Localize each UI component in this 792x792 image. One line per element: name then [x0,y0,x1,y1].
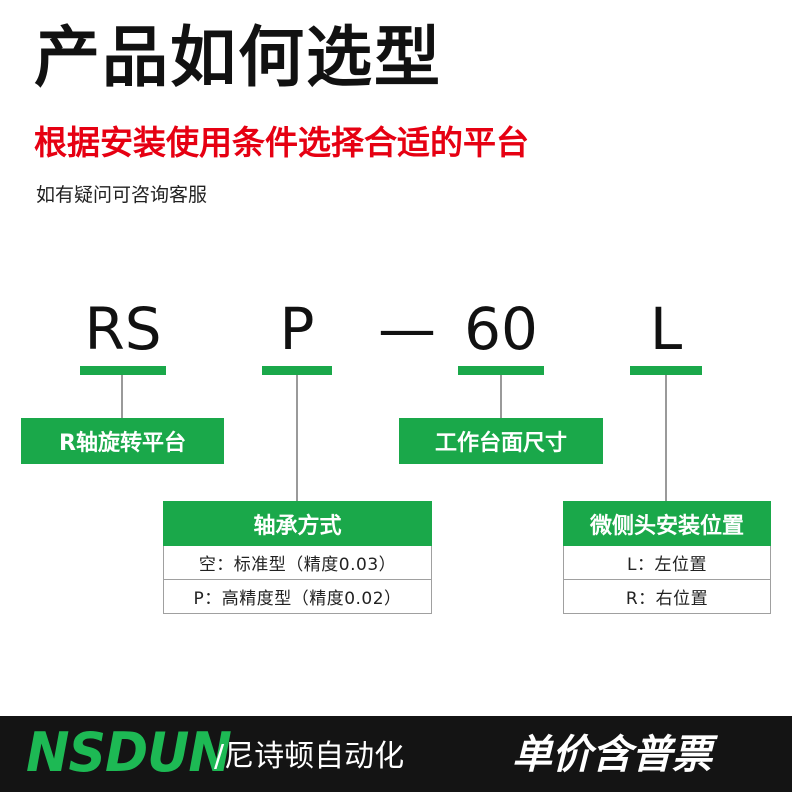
bearing-options: 空：标准型（精度0.03） P：高精度型（精度0.02） [163,546,432,614]
underline-rs [80,366,166,375]
brand-logo: NSDUN [26,721,232,785]
connector-60 [500,375,502,418]
micrometer-options: L：左位置 R：右位置 [563,546,771,614]
code-60: 60 [464,295,538,363]
label-r-axis-rotary-platform: R轴旋转平台 [21,418,224,464]
label-table-size: 工作台面尺寸 [399,418,603,464]
price-tagline: 单价含普票 [512,732,712,778]
underline-60 [458,366,544,375]
connector-rs [121,375,123,418]
code-l: L [649,295,683,363]
consult-note: 如有疑问可咨询客服 [36,184,208,206]
footer-bar [0,716,792,792]
underline-l [630,366,702,375]
page-title: 产品如何选型 [34,19,442,96]
code-rs: RS [84,295,162,363]
micrometer-option-left: L：左位置 [627,555,707,575]
bearing-option-standard: 空：标准型（精度0.03） [198,555,397,575]
connector-l [665,375,667,501]
underline-p [262,366,332,375]
code-separator: — [378,295,436,363]
company-name: /尼诗顿自动化 [214,739,405,774]
label-bearing-method: 轴承方式 [163,501,432,546]
micrometer-option-right: R：右位置 [564,579,770,613]
bearing-option-high-precision: P：高精度型（精度0.02） [164,579,431,613]
connector-p [296,375,298,501]
code-p: P [279,295,315,363]
page-subtitle: 根据安装使用条件选择合适的平台 [34,123,529,162]
label-micrometer-position: 微侧头安装位置 [563,501,771,546]
